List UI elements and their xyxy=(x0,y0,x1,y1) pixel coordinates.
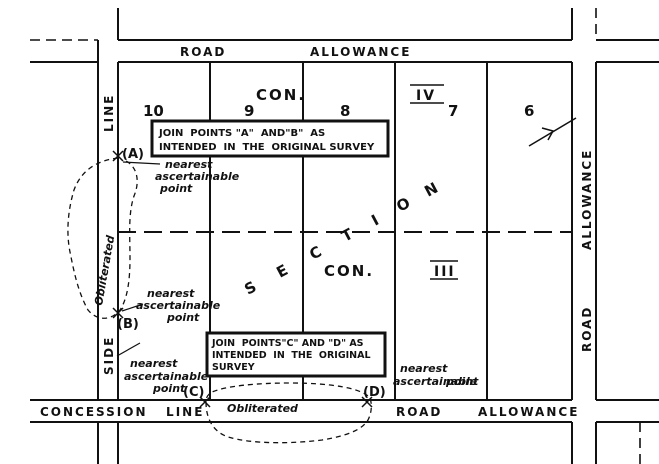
concession-top-roman: IV xyxy=(416,88,436,104)
right-road-label: ROAD xyxy=(580,306,594,352)
top-allowance-label: ALLOWANCE xyxy=(310,45,411,59)
obliterated-outline-left xyxy=(67,157,138,319)
bottom-allowance-label: ALLOWANCE xyxy=(478,405,579,419)
nearest-c-line3: point xyxy=(152,382,186,395)
section-letter-o: O xyxy=(393,194,413,216)
nearest-c-line2: ascertainable xyxy=(124,370,209,383)
obliterated-outlines xyxy=(67,157,372,444)
side-line-label-top: LINE xyxy=(102,94,116,132)
point-c-label: (C) xyxy=(183,385,204,400)
lot-number-10: 10 xyxy=(143,102,164,120)
obliterated-label-bottom: Obliterated xyxy=(227,402,298,415)
point-a-label: (A) xyxy=(122,147,144,162)
lot-number-6: 6 xyxy=(524,102,534,120)
lot-number-9: 9 xyxy=(244,102,254,120)
note-ab-line1: JOIN POINTS "A" AND"B" AS xyxy=(158,128,325,139)
nearest-a-line1: nearest xyxy=(165,158,213,171)
nearest-point-note-c: nearest ascertainable point xyxy=(116,342,209,395)
nearest-point-note-b: nearest ascertainable point xyxy=(121,287,221,324)
section-letters: S E C T I O N xyxy=(241,179,441,299)
nearest-b-line2: ascertainable xyxy=(136,299,221,312)
nearest-a-leader xyxy=(122,161,161,165)
point-a-cross-2 xyxy=(112,150,124,162)
note-cd-line1: JOIN POINTS"C" AND "D" AS xyxy=(211,338,364,349)
concession-line-label: CONCESSION LINE xyxy=(40,405,204,419)
concession-mid-label: CON. xyxy=(324,262,374,280)
section-letter-e: E xyxy=(273,261,291,282)
nearest-b-line1: nearest xyxy=(147,287,195,300)
nearest-d-line3: point xyxy=(445,375,479,388)
top-road-label: ROAD xyxy=(180,45,226,59)
note-box-ab-frame xyxy=(150,119,390,158)
lot-6-arrow-head xyxy=(541,127,555,141)
note-box-cd-frame xyxy=(205,331,387,378)
nearest-b-leader xyxy=(121,303,144,312)
nearest-a-line3: point xyxy=(159,182,193,195)
section-letter-i: I xyxy=(368,211,381,230)
section-letter-n: N xyxy=(421,179,441,201)
note-box-ab: JOIN POINTS "A" AND"B" AS INTENDED IN TH… xyxy=(150,119,390,158)
bottom-road-label: ROAD xyxy=(396,405,442,419)
section-letter-s: S xyxy=(241,278,259,299)
point-d-cross-2 xyxy=(361,396,373,408)
lot-number-7: 7 xyxy=(448,102,458,120)
note-box-cd: JOIN POINTS"C" AND "D" AS INTENDED IN TH… xyxy=(205,331,387,378)
side-line-label-bottom: SIDE xyxy=(102,336,116,375)
nearest-c-line1: nearest xyxy=(130,357,178,370)
point-b-cross-2 xyxy=(112,307,124,319)
concession-mid-roman: III xyxy=(434,264,456,280)
nearest-c-leader xyxy=(116,342,141,357)
nearest-a-line2: ascertainable xyxy=(155,170,240,183)
point-markers xyxy=(112,150,373,408)
dashed-continuations xyxy=(30,8,641,464)
point-b-label: (B) xyxy=(117,317,139,332)
nearest-point-note-d: nearest ascertainable point xyxy=(393,362,479,388)
obliterated-outline-bottom xyxy=(205,382,372,444)
right-allowance-label: ALLOWANCE xyxy=(580,149,594,250)
concession-top-label: CON. xyxy=(256,86,306,104)
point-d-label: (D) xyxy=(363,385,386,400)
point-c-cross-2 xyxy=(199,396,211,408)
nearest-d-line1: nearest xyxy=(400,362,448,375)
obliterated-label-left: Obliterated xyxy=(92,234,117,306)
nearest-d-line2: ascertainable xyxy=(393,375,478,388)
nearest-b-line3: point xyxy=(166,311,200,324)
note-cd-line2: INTENDED IN THE ORIGINAL xyxy=(212,350,371,361)
nearest-point-note-a: nearest ascertainable point xyxy=(122,158,240,195)
lot-6-arrow xyxy=(528,117,577,147)
section-letter-c: C xyxy=(306,242,324,263)
section-letter-t: T xyxy=(338,224,356,245)
note-cd-line3: SURVEY xyxy=(212,362,255,373)
note-ab-line2: INTENDED IN THE ORIGINAL SURVEY xyxy=(159,142,375,153)
lot-number-8: 8 xyxy=(340,102,350,120)
